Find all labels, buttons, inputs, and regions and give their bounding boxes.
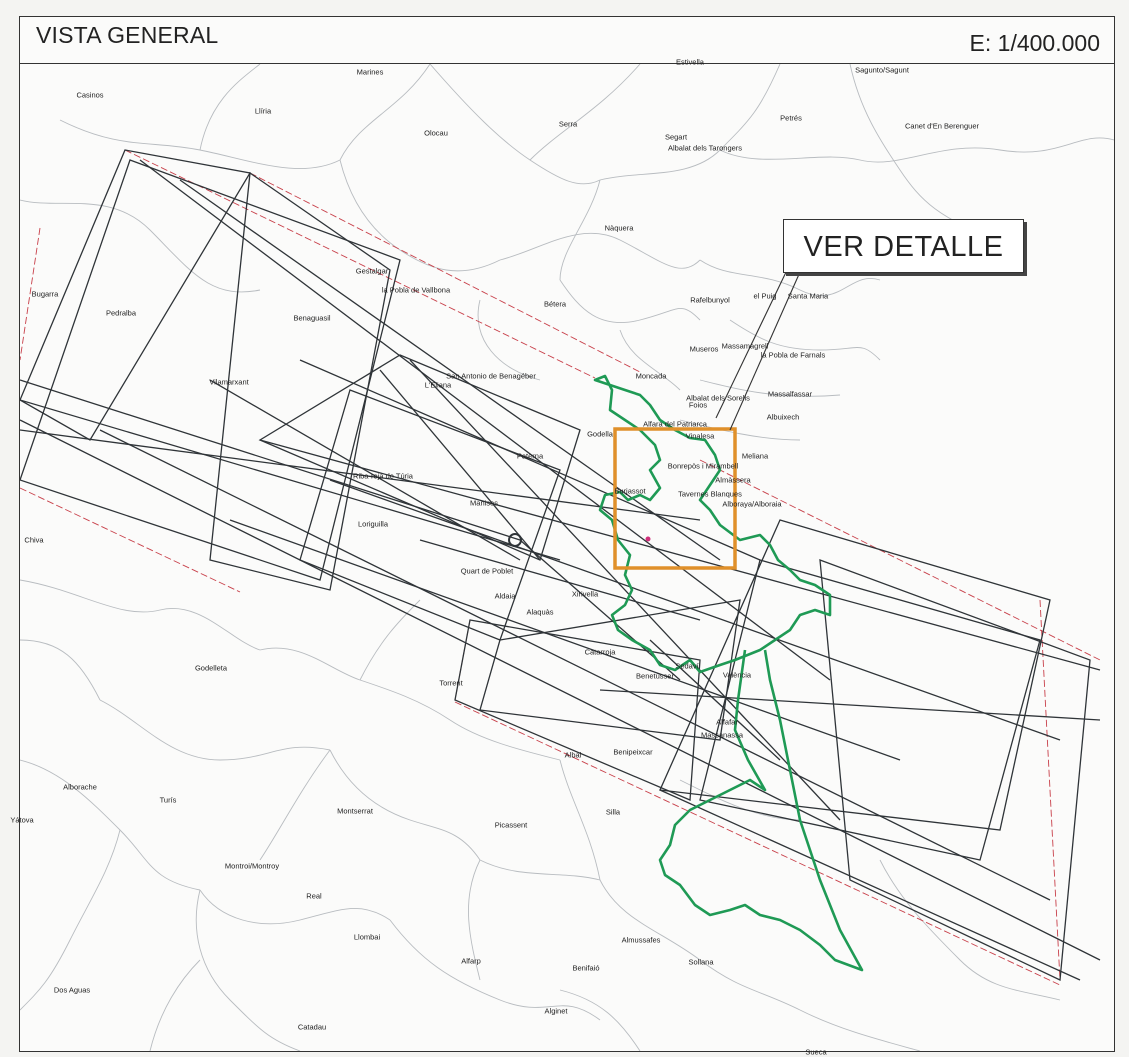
place-label: Olocau [424, 128, 448, 138]
map-title: VISTA GENERAL [36, 22, 219, 48]
place-label: Moncada [635, 371, 667, 381]
place-label: Godelleta [194, 663, 228, 673]
municipal-boundaries [20, 64, 1114, 1051]
ver-detalle-callout[interactable]: VER DETALLE [783, 219, 1024, 273]
place-label: Almussafes [621, 935, 661, 945]
place-label: Meliana [741, 451, 769, 461]
place-label: Benetússer [636, 671, 674, 681]
place-label: Aldaia [494, 591, 516, 601]
place-label: Albalat dels Sorells [686, 393, 750, 403]
place-label: Albal [564, 750, 582, 760]
map-header: VISTA GENERAL E: 1/400.000 [20, 17, 1114, 64]
survey-tracks [20, 149, 1101, 981]
place-label: Massanassa [700, 730, 744, 740]
place-label: Rafelbunyol [690, 295, 730, 305]
place-label: Torrent [439, 678, 463, 688]
place-label: Vinalesa [685, 431, 715, 441]
place-label: Alfarp [461, 956, 481, 966]
place-label: Tavernes Blanques [678, 489, 742, 499]
place-label: Manises [470, 498, 498, 508]
place-label: Quart de Poblet [460, 566, 514, 576]
place-label: Segart [664, 132, 688, 142]
place-label: Nàquera [604, 223, 634, 233]
place-label: Catadau [297, 1022, 327, 1032]
place-label: Real [306, 891, 322, 901]
place-label: Benifaió [572, 963, 600, 973]
place-label: el Puig [753, 291, 777, 301]
place-label: Riba-roja de Túria [353, 471, 413, 481]
place-label: Albalat dels Tarongers [667, 143, 743, 153]
place-label: Turís [159, 795, 177, 805]
place-label: Alginet [544, 1006, 568, 1016]
place-label: Massalfassar [767, 389, 813, 399]
detail-area-box[interactable] [613, 427, 737, 570]
callout-leader-lines [715, 267, 801, 431]
place-label: Massamagrell [721, 341, 769, 351]
place-label: la Pobla de Vallbona [381, 285, 451, 295]
place-label: Montroi/Montroy [224, 861, 280, 871]
place-label: Canet d'En Berenguer [905, 121, 979, 131]
callout-label: VER DETALLE [803, 231, 1004, 263]
place-label: Benaguasil [293, 313, 331, 323]
place-label: Catarroja [584, 647, 616, 657]
place-label: Paterna [516, 451, 544, 461]
place-label: Casinos [76, 90, 104, 100]
place-label: Bonrepòs i Mirambell [667, 461, 739, 471]
project-outline-lines [20, 149, 1101, 986]
place-label: Pedralba [105, 308, 137, 318]
detail-point-marker [645, 536, 651, 542]
place-label: Marines [356, 67, 384, 77]
place-label: Dos Aguas [53, 985, 91, 995]
place-label: Almàssera [715, 475, 751, 485]
place-label: València [722, 670, 752, 680]
place-label: Alfara del Patriarca [643, 419, 707, 429]
place-label: Llíria [254, 106, 272, 116]
place-label: Alaquàs [526, 607, 554, 617]
place-label: Godella [587, 429, 613, 439]
place-label: L'Eliana [424, 380, 452, 390]
place-label: Vilamarxant [209, 377, 249, 387]
place-label: Petrés [780, 113, 802, 123]
place-label: Sagunto/Sagunt [855, 65, 909, 75]
place-label: Benipeixcar [613, 747, 653, 757]
green-route-branch [658, 649, 864, 972]
track-hub-marker [508, 533, 522, 547]
place-label: Sollana [688, 957, 714, 967]
place-label: Alborache [63, 782, 97, 792]
map-frame: VISTA GENERAL E: 1/400.000 [19, 16, 1115, 1052]
place-label: Foios [688, 400, 708, 410]
place-label: Estivella [676, 57, 704, 67]
place-label: la Pobla de Farnals [760, 350, 826, 360]
map-scale-label: E: 1/400.000 [969, 30, 1100, 56]
place-label: Picassent [494, 820, 528, 830]
place-label: Yátova [10, 815, 34, 825]
place-label: Santa Maria [787, 291, 829, 301]
place-label: Sedaví [675, 661, 699, 671]
place-label: Xirivella [571, 589, 599, 599]
place-label: Gestalgar [355, 266, 389, 276]
place-label: Montserrat [337, 806, 373, 816]
place-label: Loriguilla [357, 519, 389, 529]
place-label: Silla [605, 807, 621, 817]
place-label: Chiva [24, 535, 44, 545]
green-route-boundary [593, 374, 832, 674]
place-label: Albuixech [766, 412, 800, 422]
place-label: Burjassot [614, 486, 646, 496]
place-label: Bugarra [31, 289, 59, 299]
place-label: Museros [689, 344, 719, 354]
place-label: Llombai [353, 932, 381, 942]
place-label: Bétera [543, 299, 567, 309]
place-label: Alfafar [716, 717, 738, 727]
place-label: Serra [558, 119, 578, 129]
place-label: Sueca [805, 1047, 827, 1057]
place-label: Alboraya/Alboraia [722, 499, 782, 509]
place-label: San Antonio de Benagéber [446, 371, 536, 381]
